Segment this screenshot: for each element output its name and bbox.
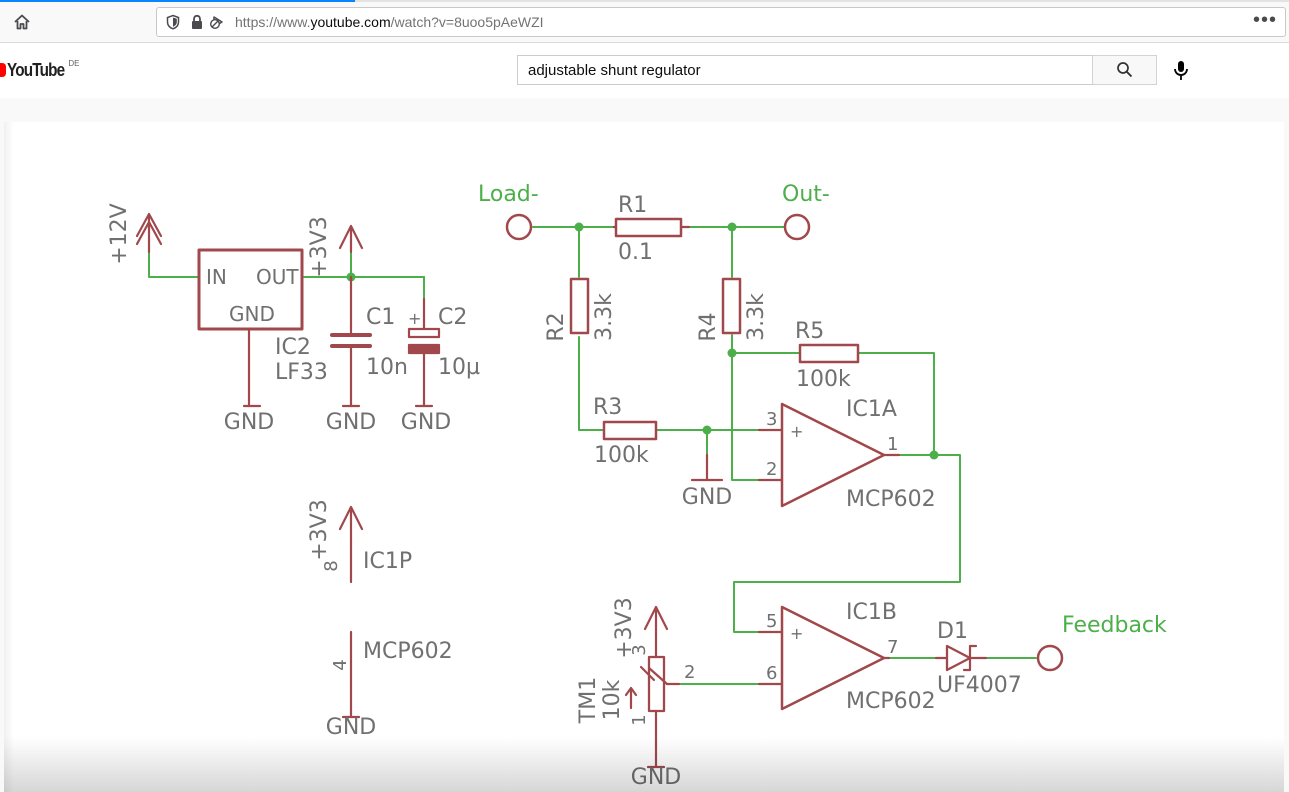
ic1a-label: IC1A [846, 397, 897, 422]
ic2-value: LF33 [275, 360, 328, 385]
microphone-icon [1174, 61, 1188, 80]
schematic-diagram: +12V IN OUT GND IC2 LF33 +3V3 C1 10n + C… [107, 182, 1167, 790]
net-label-out: Out- [782, 182, 830, 207]
tm1-pin3: 3 [629, 644, 650, 655]
lock-icon[interactable] [189, 14, 205, 30]
r1-value: 0.1 [618, 240, 653, 265]
search-input[interactable] [528, 61, 1078, 79]
ic2-label: IC2 [275, 335, 311, 360]
gnd-c1: GND [326, 410, 376, 435]
gnd-c2: GND [401, 410, 451, 435]
net-label-3v3-reg: +3V3 [307, 216, 332, 277]
component-symbols [135, 212, 1064, 769]
net-label-3v3-ic1p: +3V3 [307, 499, 332, 560]
youtube-logo-icon [0, 63, 6, 77]
d1-value: UF4007 [937, 673, 1022, 698]
country-code: DE [68, 59, 80, 68]
r1-label: R1 [618, 193, 647, 218]
home-icon [14, 14, 30, 30]
tm1-pin2: 2 [684, 662, 695, 683]
r4-label: R4 [696, 312, 721, 341]
search-box[interactable] [517, 55, 1093, 85]
ic1p-pin8: 8 [321, 560, 342, 571]
schematic-labels: +12V IN OUT GND IC2 LF33 +3V3 C1 10n + C… [107, 182, 1167, 790]
tm1-pin1: 1 [629, 714, 650, 725]
r2-label: R2 [544, 312, 569, 341]
r5-label: R5 [795, 319, 824, 344]
voice-search-button[interactable] [1167, 57, 1195, 85]
home-button[interactable] [10, 10, 34, 34]
ic1p-pin4: 4 [330, 659, 351, 670]
url-text[interactable]: https://www.youtube.com/watch?v=8uoo5pAe… [235, 14, 544, 30]
youtube-logo-text: YouTube [7, 60, 65, 80]
gnd-ic2: GND [224, 410, 274, 435]
wire-network [148, 226, 1037, 685]
shield-icon[interactable] [165, 14, 181, 30]
gnd-r3: GND [682, 485, 732, 510]
c2-value: 10µ [438, 355, 480, 380]
ic1a-value: MCP602 [846, 487, 936, 512]
youtube-header: YouTube DE [0, 43, 1289, 98]
autoplay-blocked-icon[interactable] [209, 14, 225, 30]
c2-polarity: + [408, 309, 421, 328]
c2-label: C2 [438, 305, 467, 330]
c1-label: C1 [366, 305, 395, 330]
junction-dots [346, 222, 939, 460]
d1-label: D1 [937, 619, 968, 644]
ic1p-label: IC1P [363, 549, 412, 574]
net-label-load: Load- [478, 182, 539, 207]
gnd-ic1p: GND [326, 715, 376, 740]
ic2-pin-gnd: GND [229, 302, 275, 326]
ic2-pin-out: OUT [256, 265, 299, 289]
r4-value: 3.3k [744, 293, 769, 341]
net-label-feedback: Feedback [1062, 613, 1167, 638]
browser-toolbar: https://www.youtube.com/watch?v=8uoo5pAe… [0, 2, 1289, 43]
active-tab-indicator [0, 0, 355, 2]
search-icon [1116, 62, 1132, 78]
video-player[interactable]: +12V IN OUT GND IC2 LF33 +3V3 C1 10n + C… [4, 122, 1284, 792]
ic1b-label: IC1B [846, 600, 897, 625]
c1-value: 10n [366, 355, 408, 380]
url-host: youtube.com [310, 14, 391, 30]
ic1p-value: MCP602 [363, 639, 453, 664]
tm1-label: TM1 [576, 677, 601, 724]
r2-value: 3.3k [592, 293, 617, 341]
ic1b-plus: + [790, 624, 803, 643]
ic1b-pin7: 7 [887, 637, 898, 658]
ic2-pin-in: IN [206, 265, 227, 289]
tab-strip-edge [0, 0, 1289, 2]
r3-value: 100k [594, 443, 649, 468]
ic1a-plus: + [790, 422, 803, 441]
ic1b-pin5: 5 [766, 611, 777, 632]
net-label-12v: +12V [107, 203, 132, 264]
gnd-tm1: GND [631, 765, 681, 790]
ic1a-pin3: 3 [766, 409, 777, 430]
ic1a-pin2: 2 [766, 459, 777, 480]
url-prefix: https://www. [235, 14, 311, 30]
r5-value: 100k [796, 367, 851, 392]
search-button[interactable] [1092, 55, 1157, 85]
youtube-logo[interactable]: YouTube DE [0, 58, 79, 82]
url-path: /watch?v=8uoo5pAeWZI [390, 14, 544, 30]
ic1b-pin6: 6 [766, 663, 777, 684]
r3-label: R3 [593, 395, 622, 420]
more-menu-icon[interactable]: ••• [1252, 9, 1277, 31]
ic1b-value: MCP602 [846, 689, 936, 714]
net-label-3v3-tm1: +3V3 [612, 597, 637, 658]
address-bar[interactable]: https://www.youtube.com/watch?v=8uoo5pAe… [156, 7, 1286, 37]
tm1-value: 10k [600, 679, 625, 720]
ic1a-pin1: 1 [887, 434, 898, 455]
